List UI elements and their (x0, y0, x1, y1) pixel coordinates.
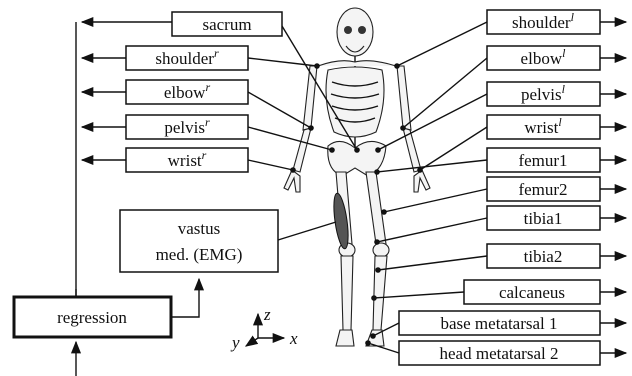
axis-x-label: x (289, 329, 298, 348)
label-wrist-l: wristl (524, 115, 562, 137)
label-wrist-r: wristr (168, 148, 207, 170)
label-head-metatarsal-2: head metatarsal 2 (440, 344, 559, 363)
label-base-metatarsal-1: base metatarsal 1 (440, 314, 557, 333)
axis-z-label: z (263, 305, 271, 324)
label-tibia1: tibia1 (524, 209, 563, 228)
label-tibia2: tibia2 (524, 247, 563, 266)
label-pelvis-l: pelvisl (521, 82, 566, 104)
label-calcaneus: calcaneus (499, 283, 565, 302)
left-label-boxes: sacrum shoulderr elbowr pelvisr wristr (126, 12, 282, 172)
regression-block: regression (14, 279, 199, 376)
axis-y-label: y (230, 333, 240, 352)
emg-label-line1: vastus (178, 219, 221, 238)
label-sacrum: sacrum (202, 15, 251, 34)
label-shoulder-l: shoulderl (512, 10, 575, 32)
axes-indicator: z x y (230, 305, 298, 352)
right-output-arrows (600, 22, 626, 353)
emg-label-line2: med. (EMG) (156, 245, 243, 264)
label-femur2: femur2 (518, 180, 567, 199)
label-pelvis-r: pelvisr (164, 115, 210, 137)
label-elbow-l: elbowl (521, 46, 567, 68)
emg-box: vastus med. (EMG) (120, 210, 336, 272)
regression-label: regression (57, 308, 127, 327)
label-shoulder-r: shoulderr (155, 46, 219, 68)
label-elbow-r: elbowr (164, 80, 211, 102)
label-femur1: femur1 (518, 151, 567, 170)
